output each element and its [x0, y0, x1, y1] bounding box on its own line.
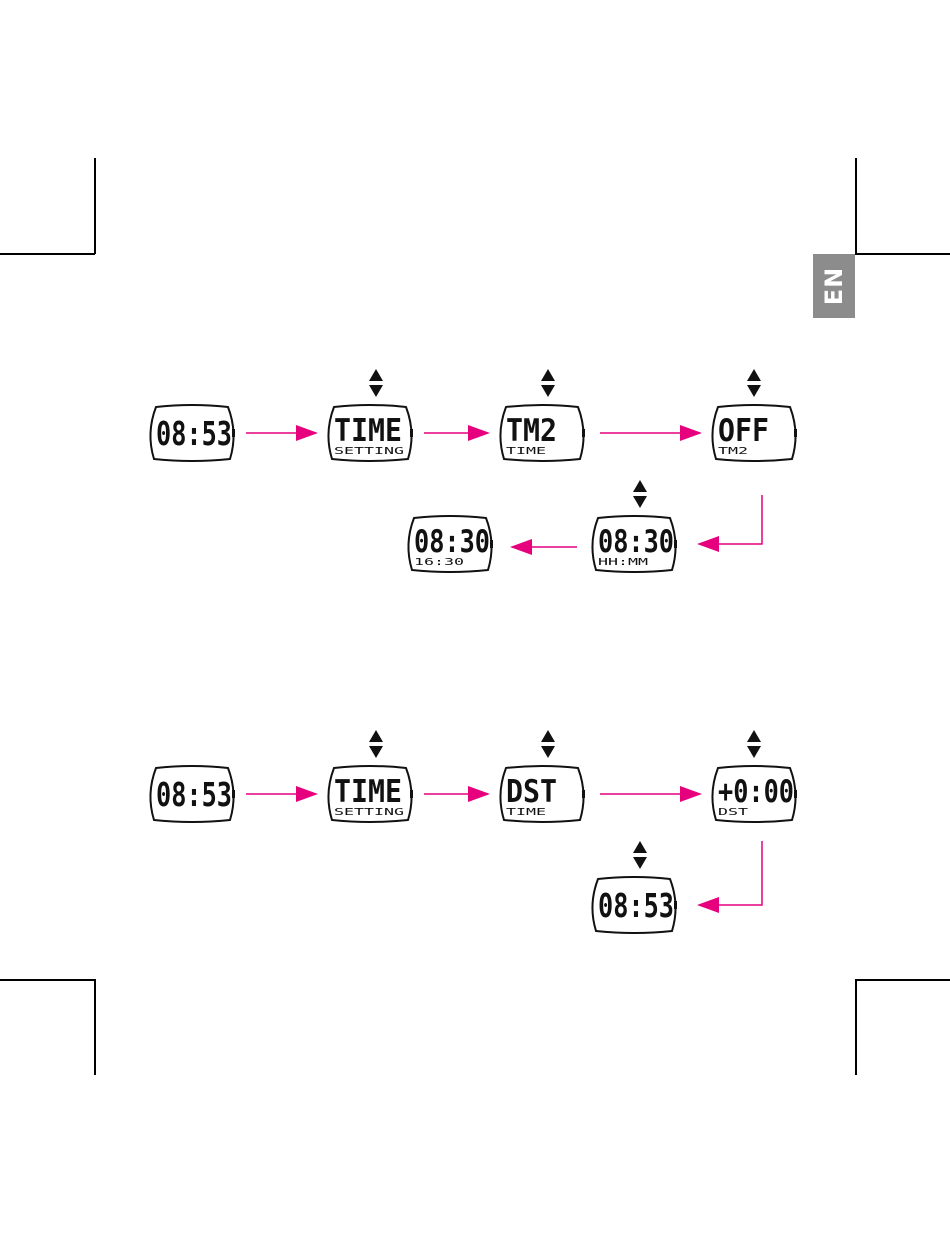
lcd-main-text: TM2 — [506, 413, 557, 449]
lcd-sub-text: SETTING — [334, 807, 404, 818]
watch-button-mark — [794, 790, 797, 798]
up-down-arrow-icon — [633, 841, 647, 869]
watch-button-mark — [674, 540, 677, 548]
up-down-arrow-icon — [541, 730, 555, 758]
lcd-sub-text: 16:30 — [414, 557, 464, 568]
up-down-arrow-icon — [541, 369, 555, 397]
lcd-main-text: 08:53 — [598, 886, 674, 925]
watch-button-mark — [490, 540, 493, 548]
up-down-arrow-icon — [747, 730, 761, 758]
lcd-main-text: 08:30 — [414, 524, 490, 560]
watch-button-mark — [410, 790, 413, 798]
watch-button-mark — [674, 901, 677, 909]
dst-watch-5-display: 08:53 — [592, 841, 677, 933]
dst-watch-1-display: 08:53 — [150, 766, 235, 822]
tm2-watch-1-display: 08:53 — [150, 405, 235, 461]
arrow-right — [246, 425, 318, 441]
watch-button-mark — [232, 429, 235, 437]
up-down-arrow-icon — [633, 480, 647, 508]
up-down-arrow-icon — [369, 730, 383, 758]
watch-button-mark — [582, 429, 585, 437]
watch-button-mark — [582, 790, 585, 798]
watch-button-mark — [794, 429, 797, 437]
arrow-right — [600, 425, 702, 441]
lcd-sub-text: SETTING — [334, 446, 404, 457]
lcd-main-text: TIME — [334, 774, 402, 810]
arrow-elbow — [697, 841, 762, 913]
up-down-arrow-icon — [747, 369, 761, 397]
watch-button-mark — [410, 429, 413, 437]
arrow-right — [600, 786, 702, 802]
lcd-sub-text: DST — [718, 807, 748, 818]
arrow-right — [424, 786, 490, 802]
lcd-main-text: 08:53 — [156, 414, 232, 453]
lcd-main-text: 08:53 — [156, 775, 232, 814]
arrow-right — [246, 786, 318, 802]
arrow-right — [424, 425, 490, 441]
arrow-left — [510, 539, 577, 555]
lcd-main-text: TIME — [334, 413, 402, 449]
watch-button-mark — [232, 790, 235, 798]
lcd-main-text: 08:30 — [598, 524, 674, 560]
lcd-sub-text: TIME — [506, 807, 546, 818]
lcd-main-text: DST — [506, 774, 557, 810]
lcd-sub-text: TIME — [506, 446, 546, 457]
lcd-sub-text: TM2 — [718, 446, 748, 457]
lcd-sub-text: HH:MM — [598, 557, 648, 568]
lcd-main-text: OFF — [718, 413, 769, 449]
lcd-main-text: +0:00 — [718, 774, 794, 810]
up-down-arrow-icon — [369, 369, 383, 397]
arrow-elbow — [697, 495, 762, 552]
